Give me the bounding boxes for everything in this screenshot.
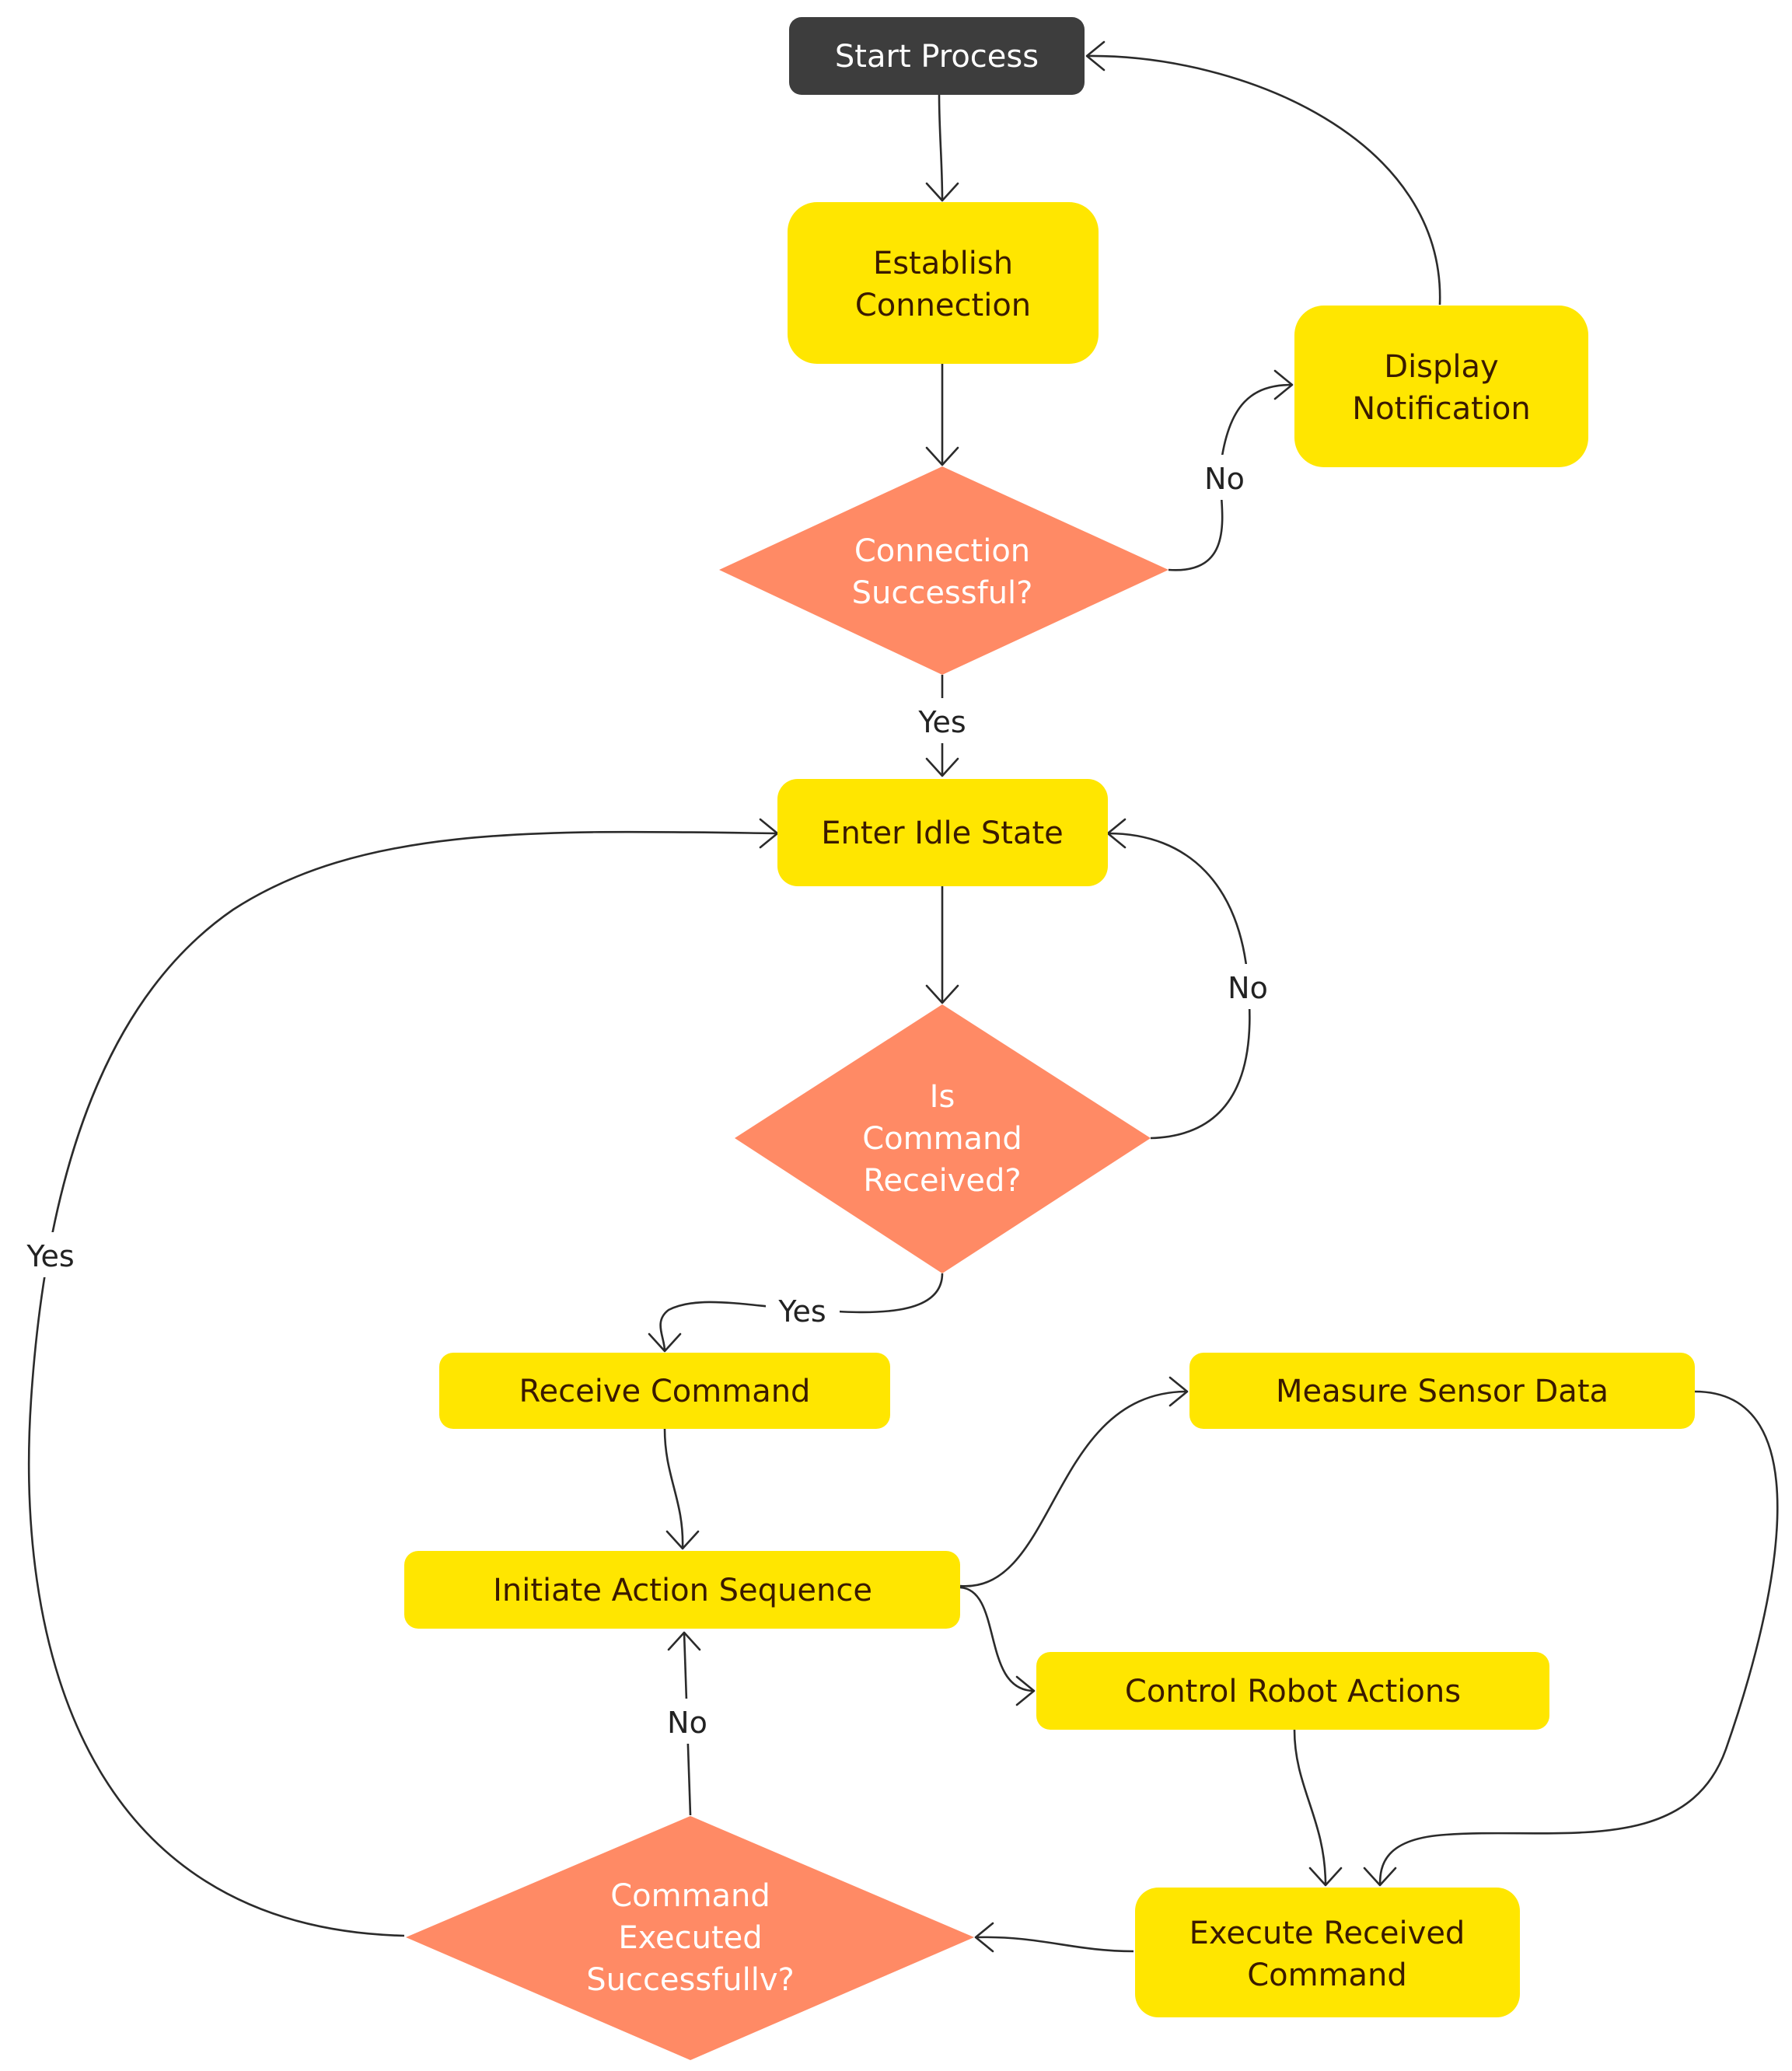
arrowhead-start-right bbox=[1085, 40, 1106, 72]
establish-connection-shape bbox=[788, 202, 1099, 364]
node-command-executed-decision: Command Executed Successfullv? bbox=[406, 1816, 974, 2060]
establish-connection-line1: Establish bbox=[873, 246, 1013, 281]
arrowhead-initiate-top bbox=[665, 1530, 700, 1550]
arrowhead-execute-top-left bbox=[1308, 1867, 1343, 1887]
node-execute-received-command: Execute Received Command bbox=[1135, 1888, 1520, 2017]
edge-label-cmd-yes: Yes bbox=[777, 1294, 826, 1329]
command-executed-diamond bbox=[406, 1816, 974, 2060]
enter-idle-state-shape bbox=[777, 779, 1108, 886]
node-command-received-decision: Is Command Received? bbox=[735, 1004, 1151, 1273]
edge-cmd-yes-to-receive bbox=[659, 1273, 944, 1352]
command-received-diamond bbox=[735, 1004, 1151, 1273]
edge-initiate-to-measure bbox=[959, 1390, 1188, 1587]
edge-label-exec-no: No bbox=[667, 1706, 707, 1740]
edge-label-conn-no: No bbox=[1204, 462, 1245, 496]
establish-connection-line2: Connection bbox=[855, 288, 1031, 323]
start-process-label: Start Process bbox=[835, 39, 1039, 75]
edge-start-to-establish bbox=[938, 94, 944, 201]
display-notification-line2: Notification bbox=[1352, 391, 1531, 427]
node-measure-sensor-data: Measure Sensor Data bbox=[1189, 1353, 1695, 1429]
receive-command-shape bbox=[439, 1353, 890, 1429]
arrowhead-notify-left bbox=[1273, 369, 1294, 400]
arrowhead-receive-top bbox=[648, 1332, 682, 1353]
connection-successful-line1: Connection bbox=[854, 533, 1030, 569]
edge-measure-to-execute bbox=[1378, 1390, 1779, 1886]
start-terminal-shape bbox=[789, 17, 1085, 95]
arrowhead-idle-top bbox=[925, 757, 959, 777]
node-initiate-action-sequence: Initiate Action Sequence bbox=[404, 1551, 960, 1629]
arrowhead-conn-decision-top bbox=[925, 446, 959, 466]
initiate-action-sequence-shape bbox=[404, 1551, 960, 1629]
arrowhead-execute-top-right bbox=[1363, 1867, 1397, 1887]
arrowhead-measure-left bbox=[1168, 1376, 1189, 1407]
node-establish-connection: Establish Connection bbox=[788, 202, 1099, 364]
arrowhead-initiate-bottom bbox=[667, 1631, 701, 1651]
control-robot-actions-shape bbox=[1036, 1652, 1549, 1730]
command-executed-line3: Successfullv? bbox=[586, 1962, 795, 1998]
edge-exec-yes-to-idle bbox=[27, 830, 778, 1937]
nodes: Start Process Establish Connection Displ… bbox=[404, 17, 1695, 2060]
command-executed-line2: Executed bbox=[618, 1920, 762, 1956]
edge-receive-to-initiate bbox=[663, 1428, 684, 1549]
node-connection-successful-decision: Connection Successful? bbox=[719, 466, 1168, 675]
node-start-process: Start Process bbox=[789, 17, 1085, 95]
execute-received-command-line1: Execute Received bbox=[1189, 1916, 1465, 1951]
edge-notify-to-start bbox=[1086, 54, 1441, 306]
edge-label-cmd-no: No bbox=[1228, 971, 1268, 1005]
connection-successful-line2: Successful? bbox=[852, 575, 1033, 611]
connection-successful-diamond bbox=[719, 466, 1168, 675]
edge-labels: No Yes No Yes No Yes bbox=[14, 455, 1279, 1744]
execute-received-command-shape bbox=[1135, 1888, 1520, 2017]
node-control-robot-actions: Control Robot Actions bbox=[1036, 1652, 1549, 1730]
arrowhead-establish-top bbox=[925, 182, 959, 202]
receive-command-label: Receive Command bbox=[519, 1374, 811, 1409]
arrowhead-cmd-decision-top bbox=[925, 984, 959, 1004]
command-received-line2: Command bbox=[862, 1121, 1022, 1157]
command-executed-line1: Command bbox=[610, 1878, 770, 1914]
edge-label-conn-yes: Yes bbox=[917, 705, 966, 739]
arrowhead-control-left bbox=[1015, 1675, 1036, 1706]
command-received-line3: Received? bbox=[863, 1163, 1021, 1199]
node-receive-command: Receive Command bbox=[439, 1353, 890, 1429]
edge-label-exec-yes: Yes bbox=[26, 1239, 74, 1273]
arrowhead-exec-decision-right bbox=[974, 1922, 994, 1953]
measure-sensor-data-shape bbox=[1189, 1353, 1695, 1429]
initiate-action-sequence-label: Initiate Action Sequence bbox=[493, 1573, 872, 1608]
display-notification-line1: Display bbox=[1384, 349, 1498, 385]
node-enter-idle-state: Enter Idle State bbox=[777, 779, 1108, 886]
edge-execute-to-exec-decision bbox=[975, 1936, 1134, 1953]
execute-received-command-line2: Command bbox=[1247, 1957, 1407, 1993]
edge-initiate-to-control bbox=[959, 1586, 1035, 1692]
control-robot-actions-label: Control Robot Actions bbox=[1125, 1674, 1461, 1710]
command-received-line1: Is bbox=[930, 1079, 955, 1115]
edge-control-to-execute bbox=[1293, 1729, 1327, 1886]
enter-idle-state-label: Enter Idle State bbox=[821, 815, 1064, 851]
node-display-notification: Display Notification bbox=[1294, 306, 1588, 467]
measure-sensor-data-label: Measure Sensor Data bbox=[1276, 1374, 1609, 1409]
display-notification-shape bbox=[1294, 306, 1588, 467]
